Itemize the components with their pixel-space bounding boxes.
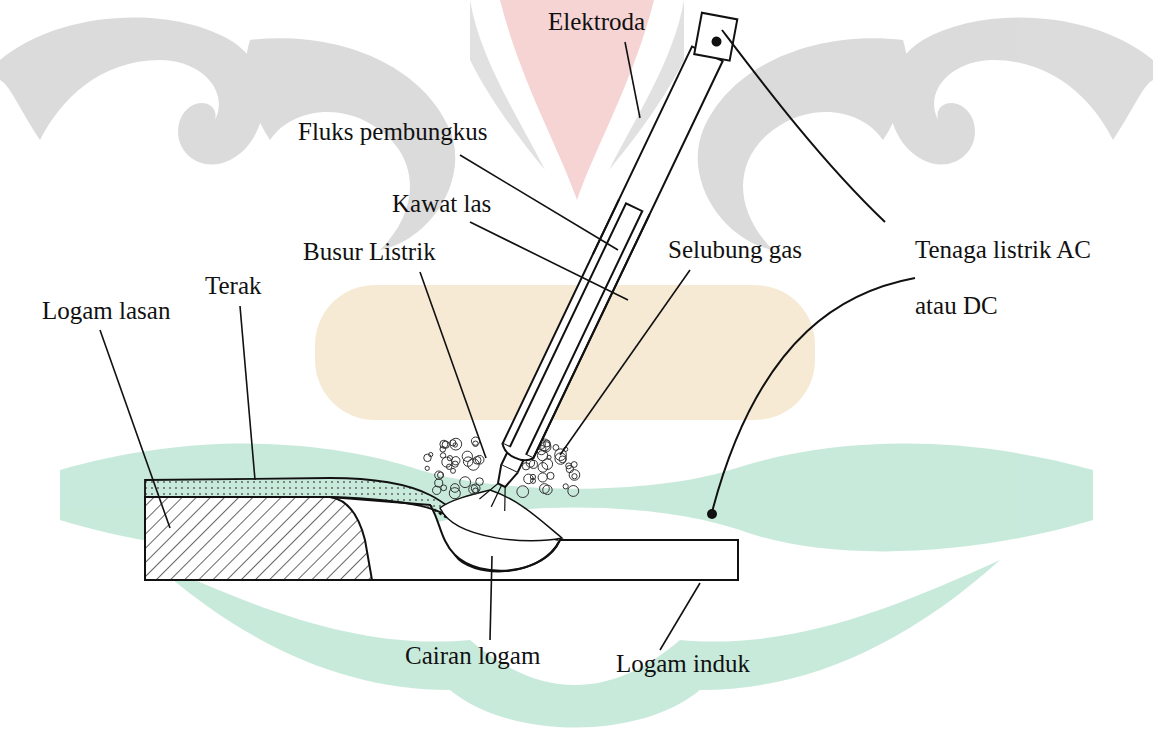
- weld-metal-label: Logam lasan: [42, 297, 170, 326]
- core-wire-label: Kawat las: [392, 190, 491, 219]
- leader-lines: [100, 42, 700, 650]
- power-label: Tenaga listrik AC atau DC: [915, 222, 1093, 334]
- slag-label: Terak: [205, 272, 262, 301]
- ground-clamp: [707, 509, 717, 519]
- electrode-label: Elektroda: [548, 8, 645, 37]
- power-cable: [722, 30, 885, 222]
- slag: [145, 478, 470, 520]
- base-metal-label: Logam induk: [616, 650, 750, 679]
- gas-shield-label: Selubung gas: [668, 236, 802, 265]
- background-emblem: [0, 0, 1153, 728]
- arc-label: Busur Listrik: [303, 238, 436, 267]
- flux-label: Fluks pembungkus: [298, 118, 488, 147]
- ground-cable: [712, 278, 915, 512]
- gas-shield: [424, 437, 580, 499]
- molten-metal-label: Cairan logam: [405, 642, 540, 671]
